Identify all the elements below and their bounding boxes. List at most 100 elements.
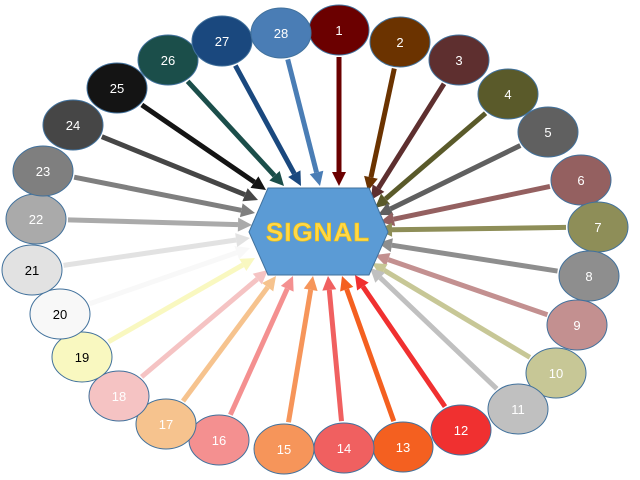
node-label: 1 bbox=[335, 23, 342, 38]
node-label: 24 bbox=[66, 118, 80, 133]
signal-hexagon: SIGNAL bbox=[248, 187, 389, 276]
node-label: 26 bbox=[161, 53, 175, 68]
node-label: 27 bbox=[215, 34, 229, 49]
node-label: 25 bbox=[110, 81, 124, 96]
arrow-20-shaft bbox=[88, 250, 238, 307]
arrow-1-head bbox=[332, 172, 346, 186]
arrow-16-shaft bbox=[228, 287, 290, 416]
arrow-26-shaft bbox=[185, 79, 277, 178]
arrow-19-shaft bbox=[107, 262, 245, 345]
arrow-7-shaft bbox=[391, 224, 567, 233]
node-5: 5 bbox=[517, 106, 579, 158]
node-18: 18 bbox=[88, 370, 150, 422]
node-circle bbox=[12, 145, 74, 197]
arrow-20-head bbox=[234, 245, 250, 260]
arrow-17-head bbox=[262, 276, 276, 292]
node-circle bbox=[42, 99, 104, 151]
node-circle bbox=[550, 154, 612, 206]
arrow-22-head bbox=[237, 217, 252, 232]
node-label: 3 bbox=[455, 53, 462, 68]
node-4: 4 bbox=[477, 68, 539, 120]
arrow-23-shaft bbox=[73, 174, 242, 213]
arrow-12-shaft bbox=[360, 285, 448, 409]
arrows-layer bbox=[63, 57, 567, 423]
node-label: 15 bbox=[277, 442, 291, 457]
node-1: 1 bbox=[308, 4, 370, 56]
node-26: 26 bbox=[137, 34, 199, 86]
arrow-3-head bbox=[371, 184, 385, 200]
node-label: 7 bbox=[594, 220, 601, 235]
arrow-10-shaft bbox=[382, 268, 532, 360]
node-label: 16 bbox=[212, 433, 226, 448]
arrow-14-head bbox=[322, 276, 337, 291]
arrow-24-shaft bbox=[100, 134, 246, 198]
node-label: 4 bbox=[504, 87, 511, 102]
node-label: 17 bbox=[159, 417, 173, 432]
node-label: 13 bbox=[396, 440, 410, 455]
node-24: 24 bbox=[42, 99, 104, 151]
arrow-12-head bbox=[355, 275, 369, 291]
node-17: 17 bbox=[135, 398, 197, 450]
node-circle bbox=[477, 68, 539, 120]
node-label: 11 bbox=[511, 402, 525, 417]
arrow-21-head bbox=[235, 233, 250, 247]
node-label: 8 bbox=[585, 269, 592, 284]
arrow-25-shaft bbox=[140, 102, 256, 185]
arrow-14-shaft bbox=[326, 289, 344, 422]
node-circle bbox=[487, 383, 549, 435]
node-circle bbox=[88, 370, 150, 422]
node-2: 2 bbox=[369, 16, 431, 68]
node-9: 9 bbox=[546, 299, 608, 351]
node-label: 23 bbox=[36, 164, 50, 179]
arrow-18-shaft bbox=[139, 277, 259, 379]
node-label: 10 bbox=[549, 366, 563, 381]
node-23: 23 bbox=[12, 145, 74, 197]
node-label: 9 bbox=[573, 318, 580, 333]
node-label: 5 bbox=[544, 125, 551, 140]
node-27: 27 bbox=[191, 15, 253, 67]
node-21: 21 bbox=[1, 244, 63, 296]
node-circle bbox=[86, 62, 148, 114]
arrow-22-shaft bbox=[67, 217, 239, 228]
node-label: 2 bbox=[396, 35, 403, 50]
node-12: 12 bbox=[430, 404, 492, 456]
node-6: 6 bbox=[550, 154, 612, 206]
arrow-9-shaft bbox=[387, 257, 549, 318]
node-circle bbox=[546, 299, 608, 351]
node-19: 19 bbox=[51, 331, 113, 383]
arrow-8-head bbox=[378, 238, 393, 253]
node-label: 12 bbox=[454, 423, 468, 438]
arrow-17-shaft bbox=[180, 285, 270, 403]
node-13: 13 bbox=[372, 421, 434, 473]
arrow-24-head bbox=[242, 188, 258, 202]
arrow-8-shaft bbox=[391, 242, 558, 274]
arrow-3-shaft bbox=[376, 82, 447, 190]
node-3: 3 bbox=[428, 34, 490, 86]
nodes-layer: 1234567891011121314151617181920212223242… bbox=[1, 4, 629, 475]
node-label: 20 bbox=[53, 307, 67, 322]
node-label: 22 bbox=[29, 212, 43, 227]
node-circle bbox=[1, 244, 63, 296]
node-20: 20 bbox=[29, 288, 91, 340]
node-8: 8 bbox=[558, 250, 620, 302]
arrow-10-head bbox=[372, 263, 388, 277]
node-circle bbox=[369, 16, 431, 68]
node-28: 28 bbox=[250, 7, 312, 59]
signal-label: SIGNAL bbox=[266, 217, 370, 247]
arrow-13-shaft bbox=[344, 288, 397, 422]
arrow-5-shaft bbox=[389, 143, 522, 212]
arrow-5-head bbox=[378, 202, 394, 216]
arrow-28-head bbox=[309, 170, 324, 186]
arrow-13-head bbox=[340, 276, 354, 292]
node-circle bbox=[250, 7, 312, 59]
arrow-18-head bbox=[252, 270, 268, 285]
arrow-15-shaft bbox=[286, 289, 314, 423]
arrow-11-head bbox=[370, 268, 385, 283]
node-25: 25 bbox=[86, 62, 148, 114]
node-label: 28 bbox=[274, 26, 288, 41]
node-label: 14 bbox=[337, 441, 351, 456]
node-11: 11 bbox=[487, 383, 549, 435]
arrow-15-head bbox=[303, 276, 318, 291]
